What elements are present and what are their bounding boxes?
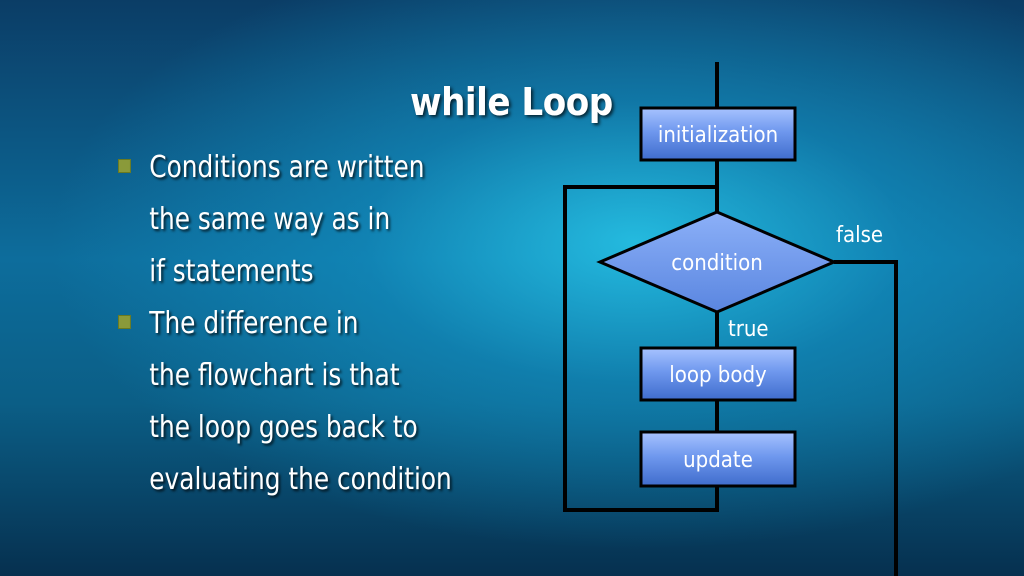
bullet-2-line-4: evaluating the condition (149, 462, 452, 497)
bullet-1-line-3: if statements (149, 254, 314, 289)
slide-title-text: while Loop (410, 80, 613, 124)
node-condition-label: condition (671, 251, 763, 276)
bullet-2-line-1: The difference in (149, 306, 359, 341)
node-loop-body-label: loop body (669, 363, 767, 388)
loop-back-line (563, 185, 719, 512)
bullet-square-icon (118, 159, 131, 173)
bullet-item-2: The difference in the flowchart is that … (118, 298, 486, 506)
edge-true-label: true (728, 317, 769, 342)
node-initialization: initialization (639, 106, 797, 162)
bullet-1-line-2: the same way as in (149, 202, 391, 237)
node-update-label: update (683, 448, 753, 473)
false-exit-line (834, 260, 898, 576)
edge-false-label: false (836, 223, 883, 248)
node-update: update (639, 430, 797, 488)
bullet-2-line-3: the loop goes back to (149, 410, 418, 445)
bullet-square-icon (118, 315, 131, 329)
bullet-item-1: Conditions are written the same way as i… (118, 142, 486, 298)
node-loop-body: loop body (639, 346, 797, 402)
flowchart-connectors (563, 62, 898, 576)
bullet-list: Conditions are written the same way as i… (118, 142, 518, 506)
node-initialization-label: initialization (658, 123, 778, 148)
node-condition: condition (596, 210, 838, 314)
bullet-2-line-2: the flowchart is that (149, 358, 400, 393)
bullet-1-line-1: Conditions are written (149, 150, 425, 185)
